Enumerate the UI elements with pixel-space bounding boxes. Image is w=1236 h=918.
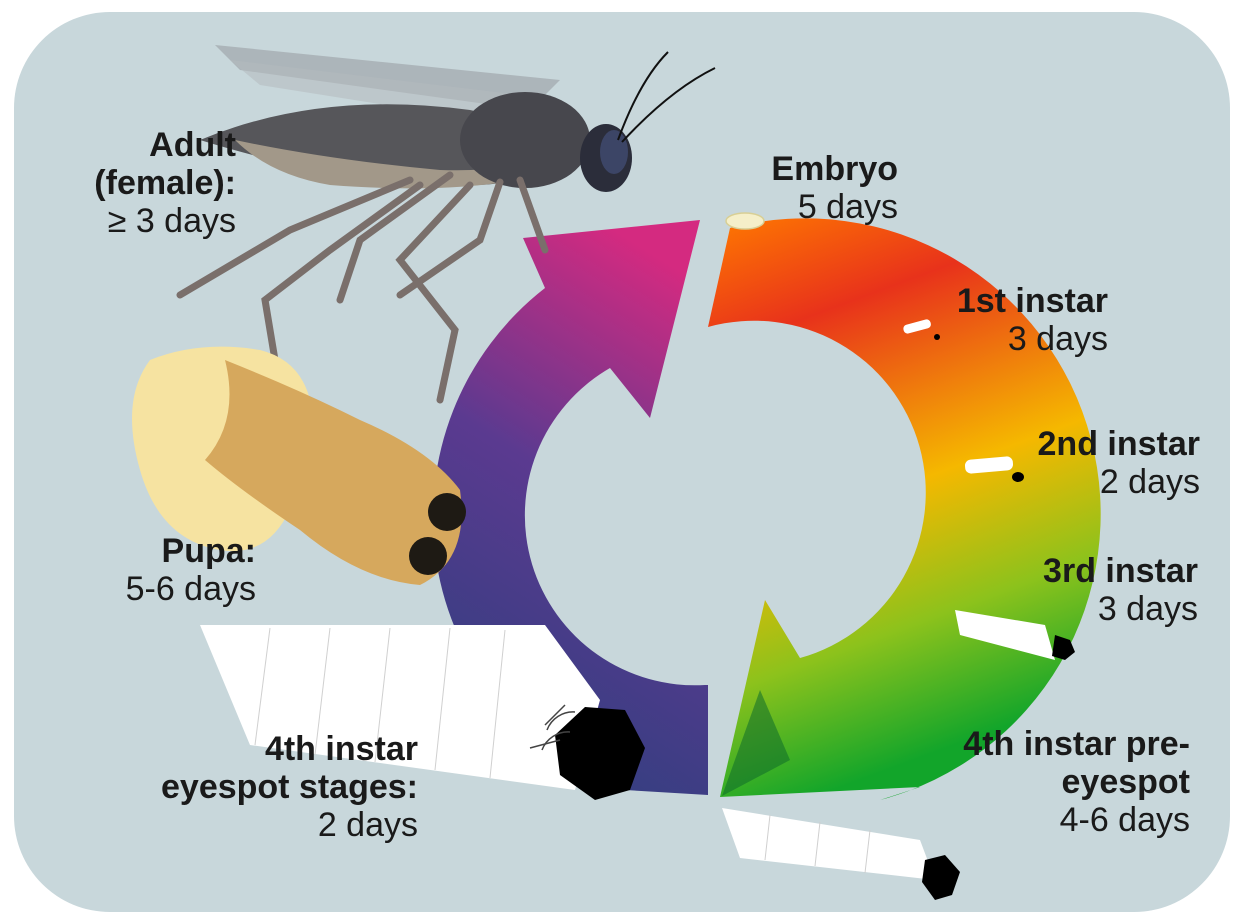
- pupa-duration: 5-6 days: [60, 570, 256, 608]
- instar3-name: 3rd instar: [990, 552, 1198, 590]
- adult-label: Adult (female): ≥ 3 days: [36, 126, 236, 240]
- embryo-label: Embryo 5 days: [700, 150, 898, 226]
- instar2-duration: 2 days: [990, 463, 1200, 501]
- instar4pre-name: 4th instar pre-: [880, 725, 1190, 763]
- instar4eye-duration: 2 days: [100, 806, 418, 844]
- pupa-label: Pupa: 5-6 days: [60, 532, 256, 608]
- adult-duration: ≥ 3 days: [36, 202, 236, 240]
- instar3-duration: 3 days: [990, 590, 1198, 628]
- instar4-eyespot-label: 4th instar eyespot stages: 2 days: [100, 730, 418, 844]
- instar4eye-name-2: eyespot stages:: [100, 768, 418, 806]
- embryo-duration: 5 days: [700, 188, 898, 226]
- instar2-label: 2nd instar 2 days: [990, 425, 1200, 501]
- instar4pre-name-2: eyespot: [880, 763, 1190, 801]
- adult-name: Adult: [36, 126, 236, 164]
- instar1-duration: 3 days: [905, 320, 1108, 358]
- instar1-name: 1st instar: [905, 282, 1108, 320]
- pupa-name: Pupa:: [60, 532, 256, 570]
- instar4-pre-eyespot-label: 4th instar pre- eyespot 4-6 days: [880, 725, 1190, 839]
- instar1-label: 1st instar 3 days: [905, 282, 1108, 358]
- instar2-name: 2nd instar: [990, 425, 1200, 463]
- instar4pre-duration: 4-6 days: [880, 801, 1190, 839]
- embryo-name: Embryo: [700, 150, 898, 188]
- instar4eye-name: 4th instar: [100, 730, 418, 768]
- instar3-label: 3rd instar 3 days: [990, 552, 1198, 628]
- adult-name-2: (female):: [36, 164, 236, 202]
